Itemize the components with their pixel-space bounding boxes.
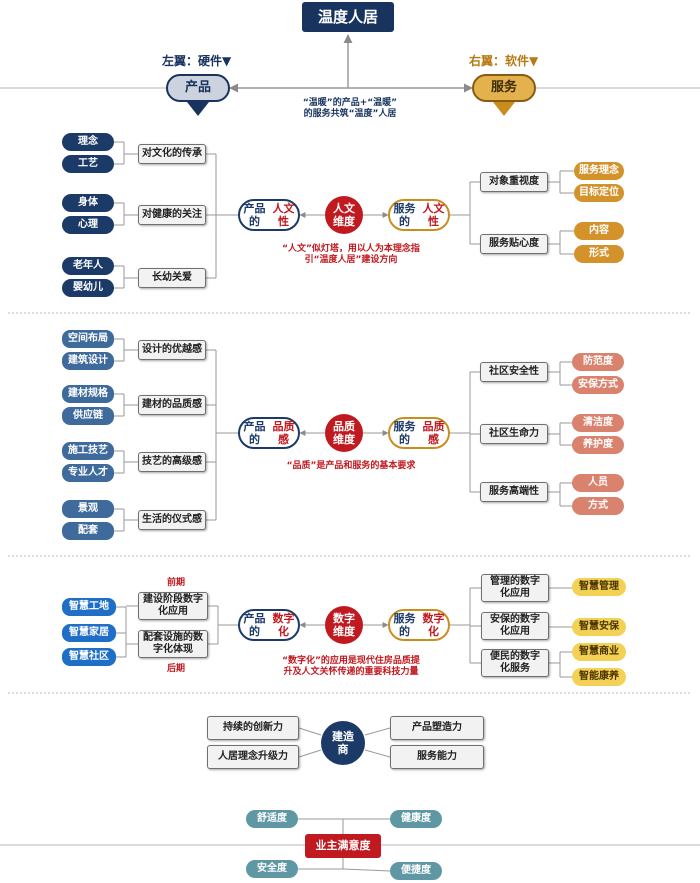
section2-right-item: 养护度 (572, 436, 624, 454)
section3-left-item: 智慧社区 (62, 648, 116, 666)
connector-line (342, 868, 391, 872)
section1-left-group: 对健康的关注 (138, 205, 206, 225)
intro-note: “温暖”的产品+“温暖” 的服务共筑“温度”人居 (302, 98, 398, 119)
section1-right-group: 服务贴心度 (480, 234, 548, 254)
section5-item: 健康度 (390, 810, 442, 828)
connector-line (364, 727, 391, 736)
section1-hub-disc: 人文 维度 (325, 196, 363, 234)
section3-left-item: 智慧工地 (62, 598, 116, 616)
lens-line-2: 数字化 (422, 611, 445, 638)
section2-note: “品质”是产品和服务的基本要求 (286, 460, 416, 471)
section3-left-group: 配套设施的数 字化体现 (138, 630, 208, 658)
lens-line-2: 品质感 (272, 419, 295, 446)
section3-service-lens: 服务的数字化 (388, 609, 450, 641)
section4-left-item: 人居理念升级力 (207, 745, 299, 769)
connector-line (298, 749, 322, 758)
lens-line-2: 数字化 (272, 611, 295, 638)
left-wing-label: 左翼：硬件▼ (162, 53, 232, 68)
section2-right-item: 清洁度 (572, 414, 624, 432)
lens-line-2: 人文性 (422, 201, 445, 228)
section2-left-item: 景观 (62, 500, 114, 518)
section2-right-item: 方式 (572, 497, 624, 515)
section1-right-item: 目标定位 (574, 184, 624, 202)
section2-left-item: 专业人才 (62, 464, 114, 482)
lens-line-1: 服务的 (393, 419, 416, 446)
section2-left-item: 供应链 (62, 407, 114, 425)
section1-note: “人文”似灯塔，用以人为本理念指 引“温度人居”建设方向 (282, 244, 420, 265)
section1-right-item: 服务理念 (574, 162, 624, 180)
lens-line-1: 服务的 (393, 201, 416, 228)
lens-line-1: 服务的 (393, 611, 416, 638)
section1-right-item: 形式 (574, 245, 624, 263)
section3-left-group: 建设阶段数字 化应用 (138, 592, 208, 620)
section1-left-item: 理念 (62, 133, 114, 151)
section5-item: 便捷度 (390, 862, 442, 880)
product-pill: 产品 (166, 74, 230, 102)
section3-phase-early: 前期 (166, 577, 185, 588)
section1-left-item: 身体 (62, 194, 114, 212)
right-wing-label: 右翼：软件▼ (469, 53, 539, 68)
section4-right-item: 产品塑造力 (390, 716, 484, 740)
section1-left-item: 老年人 (62, 257, 114, 275)
title-box: 温度人居 (302, 2, 394, 32)
section2-left-item: 配套 (62, 522, 114, 540)
section2-left-item: 建筑设计 (62, 352, 114, 370)
product-down-arrow (187, 102, 209, 116)
section1-service-lens: 服务的人文性 (388, 199, 450, 231)
section3-right-group: 管理的数字 化应用 (481, 574, 549, 602)
section3-note: “数字化”的应用是现代住房品质提 升及人文关怀传递的重要科技力量 (282, 656, 420, 677)
section3-phase-late: 后期 (166, 663, 185, 674)
section2-right-item: 安保方式 (572, 376, 624, 394)
section4-right-item: 服务能力 (390, 745, 484, 769)
section2-service-lens: 服务的品质感 (388, 417, 450, 449)
section2-right-item: 防范度 (572, 353, 624, 371)
section5-item: 舒适度 (246, 810, 298, 828)
section2-left-group: 建材的品质感 (138, 395, 206, 415)
connector-line (364, 749, 391, 758)
section2-right-group: 社区生命力 (480, 424, 548, 444)
lens-line-2: 人文性 (272, 201, 295, 228)
section3-hub-disc: 数字 维度 (325, 606, 363, 644)
section2-product-lens: 产品的品质感 (238, 417, 300, 449)
section1-right-group: 对象重视度 (480, 172, 548, 192)
section3-right-item: 智慧商业 (572, 643, 626, 661)
section2-left-group: 生活的仪式感 (138, 510, 206, 530)
section1-product-lens: 产品的人文性 (238, 199, 300, 231)
lens-line-1: 产品的 (243, 201, 266, 228)
section4-left-item: 持续的创新力 (207, 716, 299, 740)
section2-right-group: 服务高端性 (480, 482, 548, 502)
owner-satisfaction-box: 业主满意度 (305, 834, 381, 858)
section1-left-item: 工艺 (62, 155, 114, 173)
section2-left-group: 技艺的高级感 (138, 452, 206, 472)
section3-right-group: 安保的数字 化应用 (481, 612, 549, 640)
section3-right-item: 智能康养 (572, 668, 626, 686)
section1-left-item: 婴幼儿 (62, 279, 114, 297)
section1-left-item: 心理 (62, 216, 114, 234)
section4-builder-disc: 建造 商 (321, 721, 365, 765)
section3-product-lens: 产品的数字化 (238, 609, 300, 641)
section2-left-group: 设计的优越感 (138, 340, 206, 360)
section1-left-group: 长幼关爱 (138, 268, 206, 288)
section2-left-item: 施工技艺 (62, 442, 114, 460)
lens-line-2: 品质感 (422, 419, 445, 446)
section2-left-item: 空间布局 (62, 330, 114, 348)
section3-right-group: 便民的数字 化服务 (481, 649, 549, 677)
section2-left-item: 建材规格 (62, 385, 114, 403)
connector-line (298, 727, 322, 736)
section5-item: 安全度 (246, 860, 298, 878)
service-down-arrow (493, 102, 515, 116)
lens-line-1: 产品的 (243, 611, 266, 638)
lens-line-1: 产品的 (243, 419, 266, 446)
service-pill: 服务 (472, 74, 536, 102)
section3-right-item: 智慧安保 (572, 618, 626, 636)
section2-hub-disc: 品质 维度 (325, 414, 363, 452)
section1-right-item: 内容 (574, 222, 624, 240)
section3-left-item: 智慧家居 (62, 624, 116, 642)
section2-right-item: 人员 (572, 474, 624, 492)
section3-right-item: 智慧管理 (572, 578, 626, 596)
section2-right-group: 社区安全性 (480, 362, 548, 382)
section1-left-group: 对文化的传承 (138, 144, 206, 164)
